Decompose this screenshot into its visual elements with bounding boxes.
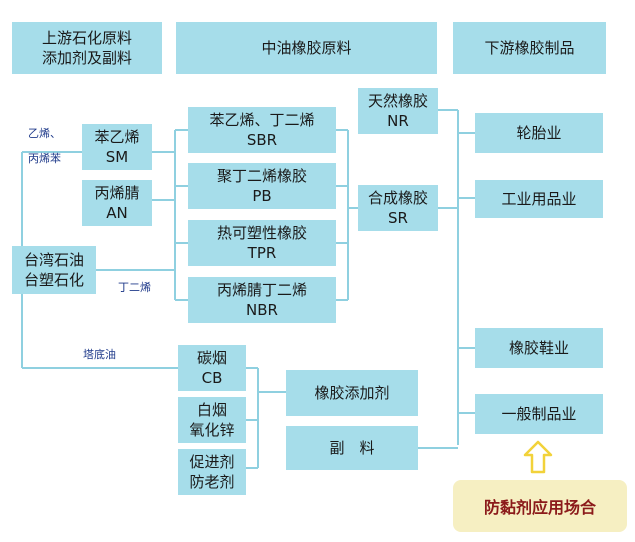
box-accelerator: 促进剂 防老剂	[178, 449, 246, 495]
application-box: 防黏剂应用场合	[453, 480, 627, 532]
up-arrow-icon	[523, 440, 553, 474]
header-midstream: 中油橡胶原料	[176, 22, 437, 74]
box-an: 丙烯腈 AN	[82, 180, 152, 226]
box-rubber-additive: 橡胶添加剂	[286, 370, 418, 416]
box-tpr: 热可塑性橡胶 TPR	[188, 220, 336, 266]
box-rubber-shoe: 橡胶鞋业	[475, 328, 603, 368]
label-ethylene: 乙烯、	[28, 127, 61, 140]
box-industrial-goods: 工业用品业	[475, 180, 603, 218]
box-auxiliary: 副 料	[286, 426, 418, 470]
header-upstream: 上游石化原料 添加剂及副料	[12, 22, 162, 74]
box-cb: 碳烟 CB	[178, 345, 246, 391]
box-sbr: 苯乙烯、丁二烯 SBR	[188, 107, 336, 153]
box-pb: 聚丁二烯橡胶 PB	[188, 163, 336, 209]
label-propylene-benzene: 丙烯苯	[28, 152, 61, 165]
box-general-products: 一般制品业	[475, 394, 603, 434]
label-butadiene: 丁二烯	[118, 281, 151, 294]
box-tire-industry: 轮胎业	[475, 113, 603, 153]
box-sr: 合成橡胶 SR	[358, 185, 438, 231]
box-nr: 天然橡胶 NR	[358, 88, 438, 134]
box-supplier: 台湾石油 台塑石化	[12, 246, 96, 294]
box-nbr: 丙烯腈丁二烯 NBR	[188, 277, 336, 323]
header-downstream: 下游橡胶制品	[453, 22, 606, 74]
label-tower-oil: 塔底油	[83, 348, 116, 361]
box-zno: 白烟 氧化锌	[178, 397, 246, 443]
box-sm: 苯乙烯 SM	[82, 124, 152, 170]
